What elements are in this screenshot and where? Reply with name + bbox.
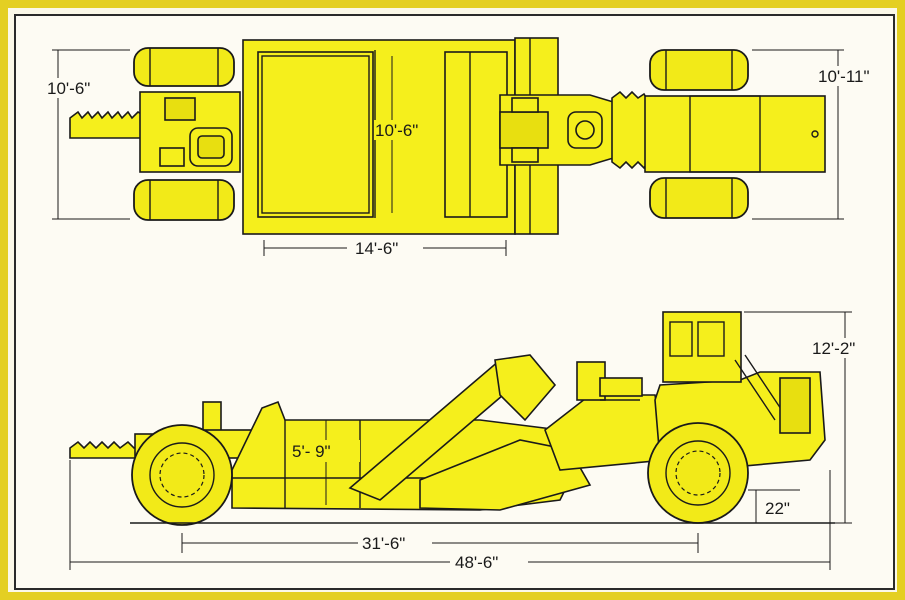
cab (662, 311, 742, 383)
rear-tire-top (133, 47, 235, 87)
side-view (69, 311, 852, 570)
front-tire-bottom (649, 177, 749, 219)
gooseneck-side (544, 394, 666, 471)
top-view (52, 37, 844, 256)
dim-bowl-length: 14'-6" (355, 239, 398, 258)
rear-push-block (69, 110, 146, 139)
dim-overall-length: 48'-6" (455, 553, 498, 572)
dim-overall-height: 12'-2" (812, 339, 855, 358)
dim-ground-clearance: 22" (765, 499, 790, 518)
front-wheel-side (647, 422, 749, 524)
rear-wheel-side (131, 424, 233, 526)
tractor-body-top (644, 95, 826, 173)
rear-tire-bottom (133, 179, 235, 221)
dim-bowl-width: 10'-6" (375, 121, 418, 140)
dim-wheelbase: 31'-6" (362, 534, 405, 553)
dim-bowl-depth: 5'- 9" (292, 442, 331, 461)
front-tire-top (649, 49, 749, 91)
dim-top-left-width: 10'-6" (47, 79, 90, 98)
dim-top-right-width: 10'-11" (818, 67, 870, 86)
